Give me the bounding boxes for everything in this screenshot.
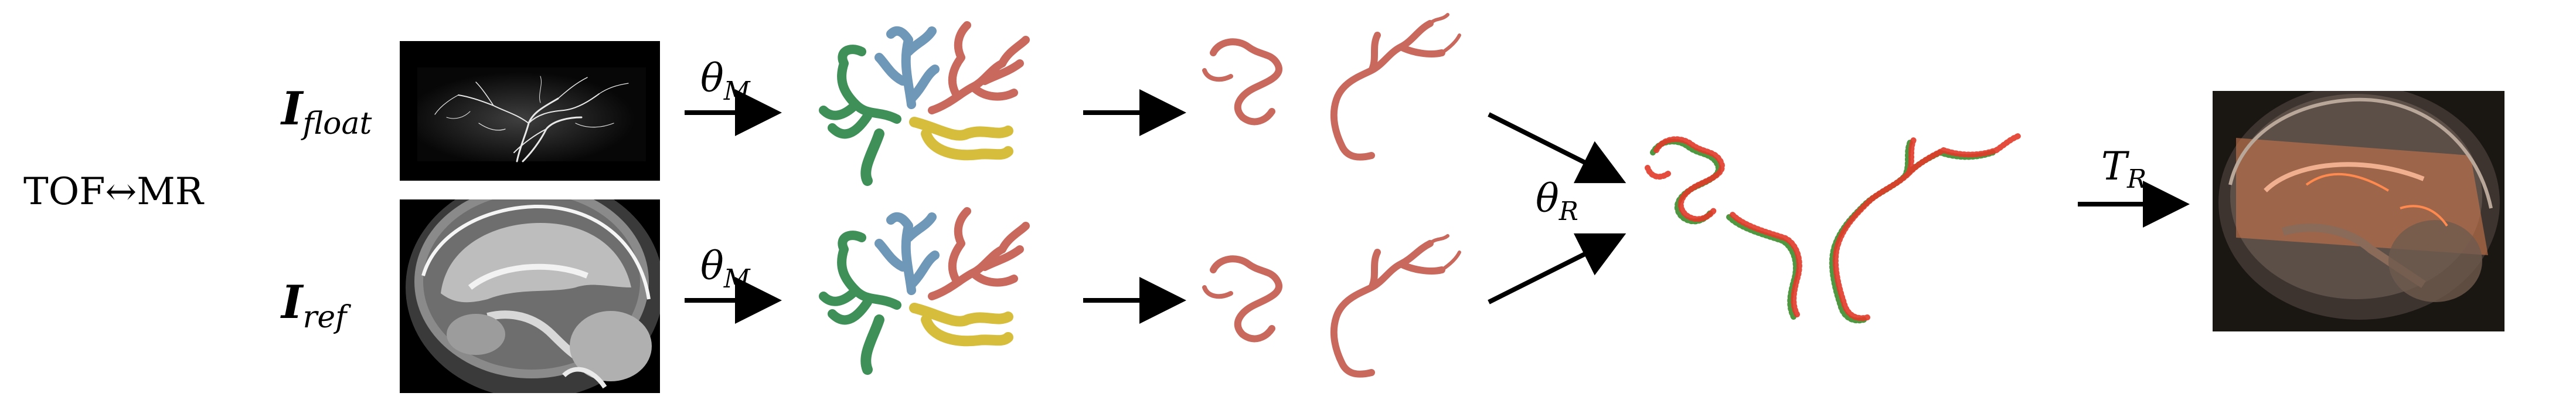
selected-vessels-ref	[1202, 234, 1461, 378]
ref-image-label: Iref	[281, 276, 347, 335]
theta-r-label: θR	[1536, 176, 1578, 226]
float-tof-image	[400, 41, 660, 181]
modality-label: TOF↔MR	[23, 170, 203, 214]
vessel-tree-float	[819, 21, 1030, 186]
t-r-label: TR	[2101, 144, 2147, 194]
registered-overlay-image	[2213, 91, 2504, 331]
vessel-tree-ref	[819, 207, 1030, 375]
selected-vessels-float	[1202, 13, 1461, 161]
arrow-registration-top	[1488, 112, 1626, 184]
ref-mr-image	[400, 199, 660, 393]
registered-point-clouds	[1645, 133, 2023, 324]
arrow-registration-bottom	[1488, 233, 1626, 304]
float-image-label: Ifloat	[281, 82, 372, 141]
